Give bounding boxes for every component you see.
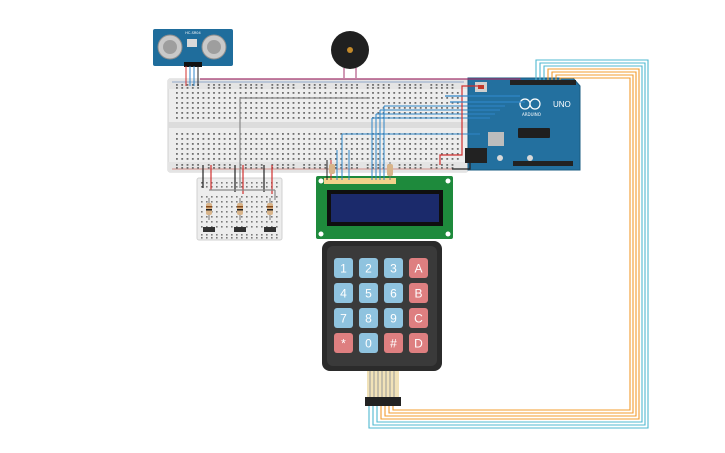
pushbutton (264, 227, 276, 232)
keypad-key-label: B (414, 287, 422, 301)
keypad-key-label: 2 (365, 262, 372, 276)
keypad-ribbon (369, 371, 395, 398)
keypad-key[interactable]: 9 (384, 308, 403, 328)
pushbutton (234, 227, 246, 232)
sensor-wires (185, 66, 199, 86)
keypad-key-label: 9 (390, 312, 397, 326)
keypad-key[interactable]: B (409, 283, 428, 303)
keypad-key-label: 1 (340, 262, 347, 276)
sensor-label: HC-SR04 (185, 31, 201, 35)
keypad-key[interactable]: C (409, 308, 428, 328)
lcd-wires (326, 105, 505, 180)
keypad-header (365, 397, 401, 406)
wires-breadboard-link (202, 97, 370, 200)
keypad-key[interactable]: D (409, 333, 428, 353)
keypad-wire (392, 77, 631, 411)
keypad-key-label: A (414, 262, 422, 276)
pushbutton (203, 227, 215, 232)
keypad-key[interactable]: 1 (334, 258, 353, 278)
keypad-key[interactable]: * (334, 333, 353, 353)
contrast-resistor (329, 164, 335, 174)
keypad-key-label: 7 (340, 312, 347, 326)
keypad-key-label: D (414, 337, 423, 351)
keypad-key-label: 8 (365, 312, 372, 326)
keypad-wire (376, 65, 643, 423)
keypad-key[interactable]: 2 (359, 258, 378, 278)
keypad: 1 2 3 A 4 5 6 B 7 8 9 C * 0 # D (322, 241, 442, 399)
keypad-key[interactable]: 4 (334, 283, 353, 303)
keypad-key-label: 6 (390, 287, 397, 301)
board-label: UNO (553, 100, 571, 109)
keypad-key[interactable]: 0 (359, 333, 378, 353)
keypad-key-label: * (341, 337, 346, 351)
keypad-wire (372, 62, 646, 426)
arduino-uno: UNO ARDUINO (465, 77, 581, 171)
resistor (267, 198, 273, 220)
small-breadboard-holes (201, 182, 278, 239)
buzzer (331, 31, 369, 78)
keypad-keys: 1 2 3 A 4 5 6 B 7 8 9 C * 0 # D (334, 258, 428, 353)
lcd-resistor (387, 164, 393, 176)
keypad-key[interactable]: 7 (334, 308, 353, 328)
keypad-key[interactable]: 5 (359, 283, 378, 303)
board-brand: ARDUINO (522, 112, 541, 117)
keypad-key[interactable]: A (409, 258, 428, 278)
keypad-wire (388, 74, 634, 414)
keypad-wire (368, 59, 649, 429)
resistor (206, 198, 212, 220)
keypad-key-label: 3 (390, 262, 397, 276)
keypad-wire (384, 71, 637, 417)
keypad-wire (380, 68, 640, 420)
keypad-key-label: 5 (365, 287, 372, 301)
main-breadboard (167, 78, 469, 173)
power-wires (200, 78, 525, 170)
keypad-wires (368, 59, 649, 429)
lcd-display (316, 176, 453, 239)
keypad-key[interactable]: 8 (359, 308, 378, 328)
keypad-key-label: 4 (340, 287, 347, 301)
small-breadboard (196, 177, 283, 241)
resistor (237, 198, 243, 220)
keypad-key-label: 0 (365, 337, 372, 351)
keypad-key-label: C (414, 312, 423, 326)
keypad-key[interactable]: 6 (384, 283, 403, 303)
keypad-key[interactable]: # (384, 333, 403, 353)
keypad-key[interactable]: 3 (384, 258, 403, 278)
ultrasonic-sensor: HC-SR04 (153, 29, 233, 67)
keypad-key-label: # (390, 337, 397, 351)
